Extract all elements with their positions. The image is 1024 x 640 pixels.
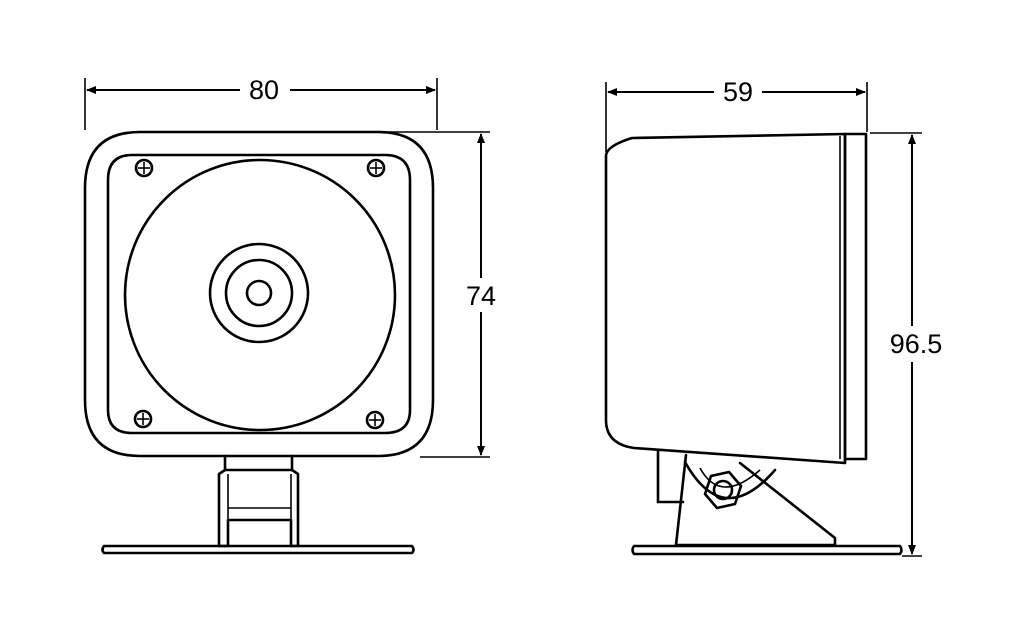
side-housing-body (604, 132, 847, 465)
front-height-label: 74 (466, 281, 496, 311)
front-inner-bezel (106, 153, 412, 435)
side-front-bezel (843, 132, 868, 461)
speaker-cone (123, 158, 397, 432)
front-base-plate (101, 544, 415, 555)
side-view (604, 132, 903, 556)
dimension-front-width: 80 (84, 75, 438, 130)
side-bracket (656, 448, 837, 547)
front-bracket (217, 454, 300, 548)
dimension-side-depth: 59 (605, 77, 868, 152)
side-base-plate (631, 544, 903, 556)
driver-ring-middle (224, 258, 294, 328)
screw-top-left (134, 158, 154, 178)
front-outer-housing (83, 130, 435, 458)
front-view (83, 130, 435, 555)
side-depth-label: 59 (723, 77, 753, 107)
driver-center (245, 279, 273, 307)
mounting-nut (703, 470, 743, 510)
screw-top-right (366, 158, 386, 178)
driver-ring-outer (208, 242, 310, 344)
dimension-front-height: 74 (378, 131, 496, 458)
overall-height-label: 96.5 (890, 329, 943, 359)
screw-bottom-right (365, 410, 385, 430)
front-width-label: 80 (249, 75, 279, 105)
screw-bottom-left (133, 409, 153, 429)
dimension-overall-height: 96.5 (870, 132, 943, 557)
